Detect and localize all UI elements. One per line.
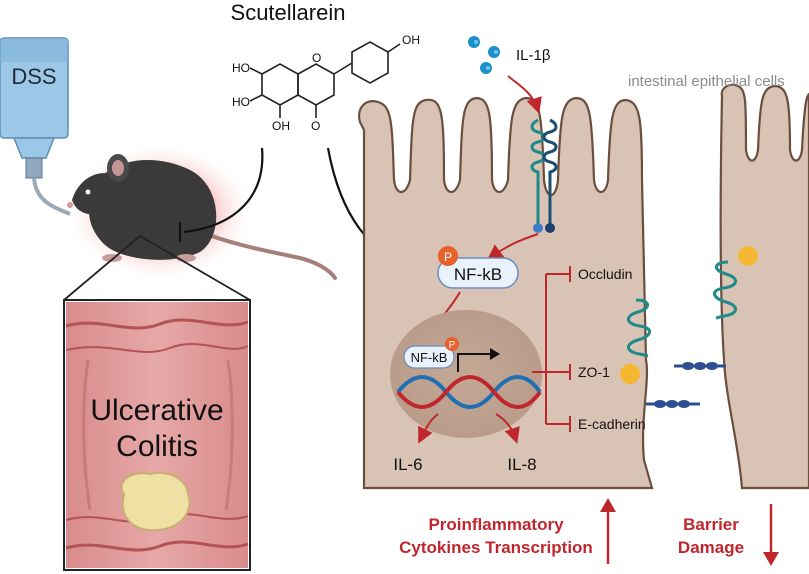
nucleus: NF-kB P (390, 310, 542, 438)
cytokine-il8: IL-8 (507, 455, 536, 474)
zo1-marker-left (620, 364, 640, 384)
inhibit-mouse-line (183, 147, 264, 234)
il1b-binding-arrow (507, 75, 542, 114)
down-arrow (763, 504, 779, 566)
atom-ho-left-mid: HO (232, 95, 250, 109)
atom-oh-bottom: OH (272, 119, 290, 133)
receptor-to-nfkb-arrow (486, 233, 539, 261)
compound-name: Scutellarein (231, 0, 346, 25)
tight-junction-inhibition (532, 266, 571, 432)
outcome-left-line2: Cytokines Transcription (399, 538, 593, 557)
tj-occludin: Occludin (578, 266, 632, 282)
il1b-ligand (468, 36, 500, 74)
ulcer-lesion (120, 472, 191, 532)
mouse (65, 142, 337, 282)
dss-label: DSS (11, 64, 56, 89)
phospho-cytoplasm: P (444, 250, 452, 264)
zo1-marker-right (738, 246, 758, 266)
nfkb-cytoplasm: NF-kB P (437, 246, 519, 289)
up-arrow (600, 498, 616, 564)
tj-zo1: ZO-1 (578, 364, 610, 380)
occludin-protein (627, 260, 737, 358)
atom-ho-left-top: HO (232, 61, 250, 75)
atom-oh-top-right: OH (402, 33, 420, 47)
colon-panel: Ulcerative Colitis (63, 299, 251, 571)
nfkb-nucleus-label: NF-kB (411, 350, 448, 365)
atom-o-ring: O (312, 51, 321, 65)
cell-label: intestinal epithelial cells (628, 73, 785, 90)
colon-label-line2: Colitis (116, 430, 198, 463)
scutellarein-structure (249, 41, 401, 118)
dss-bottle: DSS (0, 37, 71, 216)
epithelial-cell-right (719, 83, 809, 490)
nfkb-cytoplasm-label: NF-kB (454, 265, 502, 284)
outcome-left-line1: Proinflammatory (428, 515, 564, 534)
arrow-to-il6 (418, 413, 439, 444)
il1-receptor (530, 118, 558, 233)
zoom-lines (63, 235, 251, 301)
phospho-nucleus: P (449, 340, 456, 351)
ecadherin-protein (646, 362, 726, 408)
arrow-to-il8 (495, 413, 520, 444)
il1b-label: IL-1β (516, 47, 551, 64)
outcome-right-line1: Barrier (683, 515, 739, 534)
cytokine-il6: IL-6 (393, 455, 422, 474)
tj-ecadherin: E-cadherin (578, 416, 646, 432)
atom-o-keto: O (311, 119, 320, 133)
colon-label-line1: Ulcerative (90, 394, 223, 427)
outcome-right-line2: Damage (678, 538, 744, 557)
